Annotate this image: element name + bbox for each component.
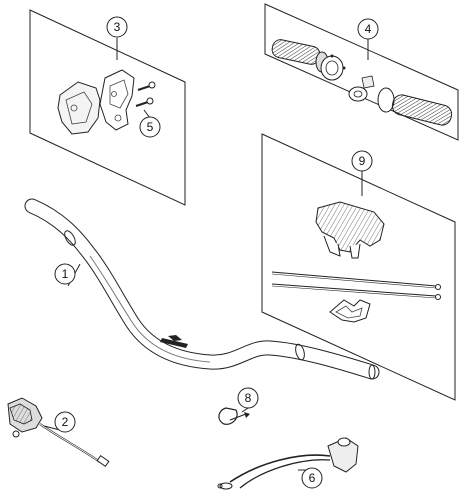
cable-clip — [329, 299, 371, 323]
cable-tie-upper — [271, 271, 441, 290]
protective-cover — [315, 201, 385, 259]
panel-cover-ties — [261, 133, 456, 401]
callout-5: 5 — [139, 116, 161, 138]
housing-upper-part — [99, 69, 135, 131]
callout-4-label: 4 — [365, 22, 372, 36]
callout-2: 2 — [54, 411, 76, 433]
callout-4: 4 — [357, 18, 379, 40]
callout-8: 8 — [237, 387, 259, 409]
cable-tie-lower — [271, 283, 441, 300]
callout-1: 1 — [54, 263, 76, 285]
handlebar — [24, 198, 380, 380]
panel-throttle-housing — [29, 9, 186, 206]
throttle-cam — [348, 75, 375, 102]
callout-5-label: 5 — [147, 120, 154, 134]
callout-6: 6 — [301, 467, 323, 489]
callout-3: 3 — [106, 16, 128, 38]
housing-screws — [135, 81, 156, 107]
callout-6-label: 6 — [309, 471, 316, 485]
right-grip — [377, 87, 453, 126]
cable-holder — [218, 407, 250, 425]
callout-9: 9 — [351, 150, 373, 172]
throttle-tube — [320, 54, 346, 81]
callout-2-label: 2 — [62, 415, 69, 429]
start-switch — [217, 437, 359, 490]
handlebar-logo — [160, 335, 188, 348]
callout-3-label: 3 — [114, 20, 121, 34]
housing-lower-part — [57, 81, 101, 135]
kill-switch — [7, 397, 110, 468]
panel-grips — [264, 3, 459, 141]
callout-8-label: 8 — [245, 391, 252, 405]
callout-9-label: 9 — [359, 154, 366, 168]
callout-1-label: 1 — [62, 267, 69, 281]
